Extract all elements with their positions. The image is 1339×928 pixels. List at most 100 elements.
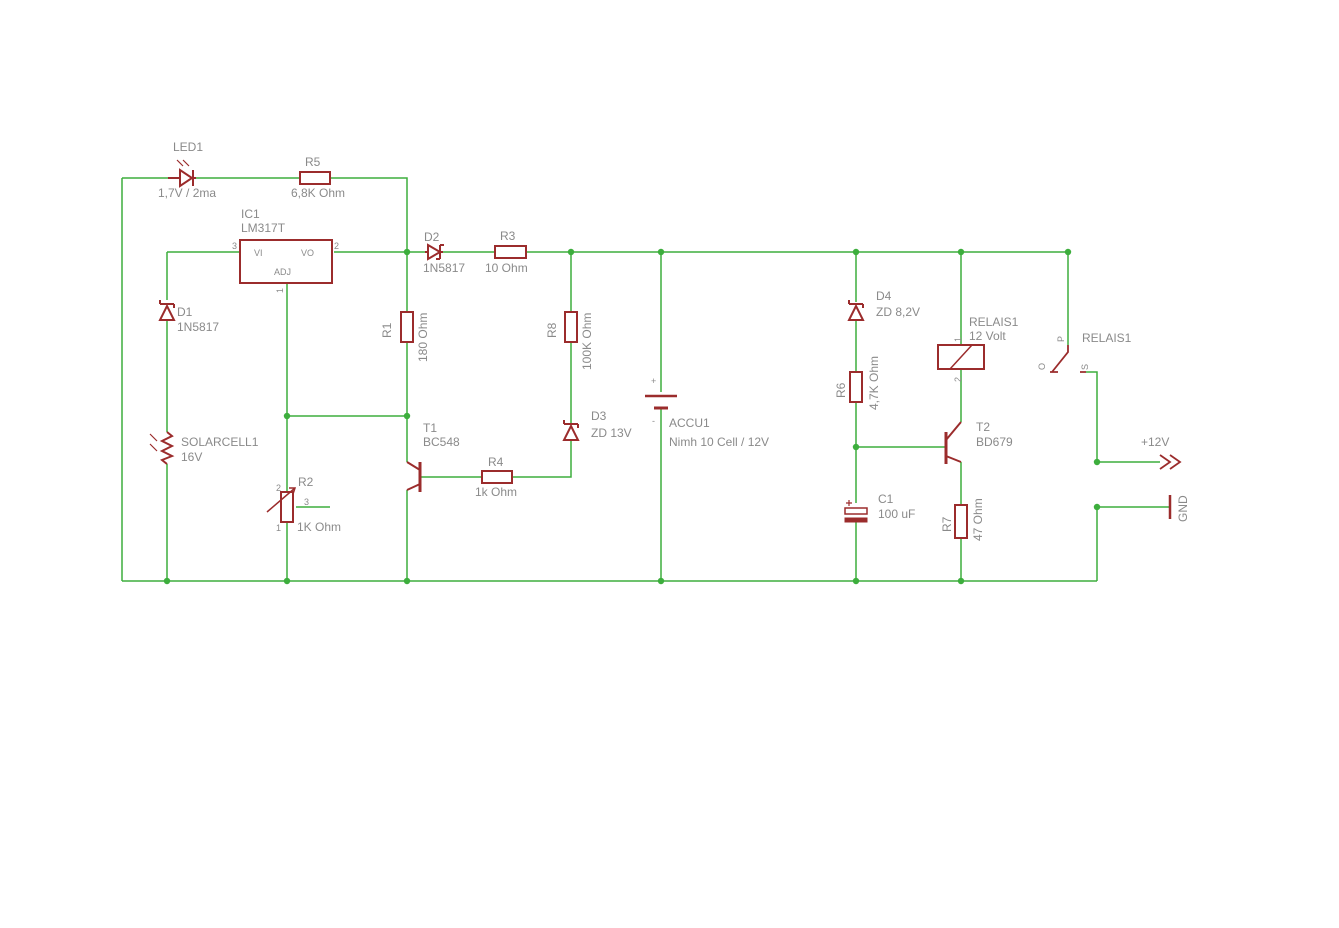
r2-value: 1K Ohm — [297, 520, 341, 534]
wires — [121, 177, 1170, 582]
r6-value: 4,7K Ohm — [867, 356, 881, 410]
relais1-switch-pin-o: O — [1037, 363, 1047, 370]
relais1-switch-symbol: P O S — [1037, 336, 1090, 373]
c1-ref: C1 — [878, 492, 894, 506]
junction-dot — [567, 248, 575, 256]
t1-symbol — [406, 461, 422, 492]
led1-ref: LED1 — [173, 140, 203, 154]
relais1-switch-pin-s: S — [1080, 364, 1090, 370]
d3-ref: D3 — [591, 409, 607, 423]
d2-ref: D2 — [424, 230, 440, 244]
junction-dot — [283, 412, 291, 420]
relais1-coil-pin2-number: 2 — [953, 377, 963, 382]
junction-dot — [403, 412, 411, 420]
solarcell1-symbol — [149, 431, 175, 465]
r2-symbol: 2 3 1 — [266, 483, 309, 533]
ic1-symbol: VI VO ADJ 3 2 1 — [232, 239, 339, 293]
d4-value: ZD 8,2V — [876, 305, 920, 319]
r1-symbol — [400, 311, 414, 343]
r8-value: 100K Ohm — [580, 313, 594, 370]
d3-symbol — [562, 420, 580, 441]
junction-dot — [1093, 503, 1101, 511]
d1-value: 1N5817 — [177, 320, 219, 334]
r1-value: 180 Ohm — [416, 313, 430, 362]
junction-dot — [852, 443, 860, 451]
accu1-plus-label: + — [651, 376, 656, 386]
accu1-symbol: + - — [645, 376, 677, 426]
ic1-pin-adj: ADJ — [274, 267, 291, 277]
relais1-switch-ref: RELAIS1 — [1082, 331, 1132, 345]
d1-ref: D1 — [177, 305, 193, 319]
r6-ref: R6 — [834, 382, 848, 398]
output-12v-symbol — [1159, 454, 1182, 470]
r5-value: 6,8K Ohm — [291, 186, 345, 200]
ic1-value: LM317T — [241, 221, 286, 235]
t1-value: BC548 — [423, 435, 460, 449]
ic1-pin-vo: VO — [301, 248, 314, 258]
t2-symbol — [944, 421, 962, 464]
ic1-ref: IC1 — [241, 207, 260, 221]
relais1-coil-ref: RELAIS1 — [969, 315, 1019, 329]
junction-dot — [957, 248, 965, 256]
junction-dot — [1093, 458, 1101, 466]
junction-dot — [403, 577, 411, 585]
r1-ref: R1 — [380, 322, 394, 338]
relais1-coil-value: 12 Volt — [969, 329, 1006, 343]
junction-dot — [852, 577, 860, 585]
solarcell1-ref: SOLARCELL1 — [181, 435, 259, 449]
solarcell1-value: 16V — [181, 450, 202, 464]
relais1-coil-symbol: 1 2 — [937, 337, 985, 382]
junction-dot — [1064, 248, 1072, 256]
junction-dot — [657, 248, 665, 256]
junction-dot — [957, 577, 965, 585]
junctions — [163, 248, 1101, 585]
t1-ref: T1 — [423, 421, 437, 435]
output-12v-label: +12V — [1141, 435, 1169, 449]
r2-ref: R2 — [298, 475, 314, 489]
relais1-switch-pin-p: P — [1056, 336, 1066, 342]
r8-ref: R8 — [545, 322, 559, 338]
led1-value: 1,7V / 2ma — [158, 186, 216, 200]
ic1-pin3-number: 3 — [232, 241, 237, 251]
r3-value: 10 Ohm — [485, 261, 528, 275]
d3-value: ZD 13V — [591, 426, 632, 440]
r5-symbol — [299, 171, 331, 185]
d2-symbol — [425, 243, 444, 261]
junction-dot — [657, 577, 665, 585]
r7-symbol — [954, 504, 968, 539]
t2-value: BD679 — [976, 435, 1013, 449]
d2-value: 1N5817 — [423, 261, 465, 275]
d4-ref: D4 — [876, 289, 892, 303]
r8-symbol — [564, 311, 578, 343]
r2-pin2-number: 2 — [276, 483, 281, 493]
led1-symbol — [168, 159, 196, 188]
r4-symbol — [481, 470, 513, 484]
accu1-minus-label: - — [652, 416, 655, 426]
ic1-pin1-number: 1 — [275, 288, 285, 293]
junction-dot — [163, 577, 171, 585]
accu1-ref: ACCU1 — [669, 416, 710, 430]
d4-symbol — [847, 300, 865, 321]
c1-value: 100 uF — [878, 507, 915, 521]
ic1-pin2-number: 2 — [334, 241, 339, 251]
gnd-label: GND — [1176, 495, 1190, 522]
ic1-pin-vi: VI — [254, 248, 263, 258]
r2-pin1-number: 1 — [276, 523, 281, 533]
r7-ref: R7 — [940, 516, 954, 532]
r3-ref: R3 — [500, 229, 516, 243]
r2-pin3-number: 3 — [304, 497, 309, 507]
c1-symbol — [844, 500, 868, 523]
r4-value: 1k Ohm — [475, 485, 517, 499]
r5-ref: R5 — [305, 155, 321, 169]
junction-dot — [852, 248, 860, 256]
r4-ref: R4 — [488, 455, 504, 469]
r7-value: 47 Ohm — [971, 498, 985, 541]
junction-dot — [283, 577, 291, 585]
d1-symbol — [158, 300, 176, 321]
accu1-value: Nimh 10 Cell / 12V — [669, 435, 769, 449]
r3-symbol — [494, 245, 527, 259]
t2-ref: T2 — [976, 420, 990, 434]
junction-dot — [403, 248, 411, 256]
relais1-coil-pin1-number: 1 — [953, 337, 963, 342]
